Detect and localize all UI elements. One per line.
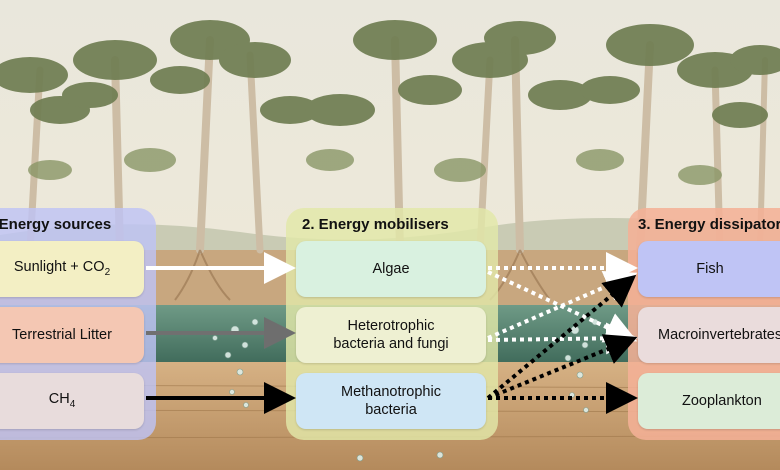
- ch4-box: CH4: [0, 373, 144, 429]
- heterotrophic-label-line1: Heterotrophic: [347, 317, 435, 334]
- algae-box: Algae: [296, 241, 486, 297]
- fish-label: Fish: [696, 260, 724, 277]
- sunlight-co2-label: Sunlight + CO2: [13, 259, 111, 279]
- zooplankton-label: Zooplankton: [682, 392, 762, 409]
- zooplankton-box: Zooplankton: [638, 373, 780, 429]
- energy-mobilisers-title: 2. Energy mobilisers: [302, 216, 449, 233]
- macroinvertebrates-label: Macroinvertebrates: [658, 326, 780, 343]
- heterotrophic-label-line2: bacteria and fungi: [333, 336, 449, 352]
- sunlight-co2-box: Sunlight + CO2: [0, 241, 144, 297]
- heterotrophic-box: Heterotrophic bacteria and fungi: [296, 307, 486, 363]
- energy-dissipators-title: 3. Energy dissipators: [638, 216, 780, 233]
- energy-sources-title: 1. Energy sources: [0, 216, 112, 233]
- methanotrophic-label-line1: Methanotrophic: [341, 383, 441, 400]
- methanotrophic-box: Methanotrophic bacteria: [296, 373, 486, 429]
- terrestrial-litter-box: Terrestrial Litter: [0, 307, 144, 363]
- terrestrial-litter-label: Terrestrial Litter: [12, 326, 112, 343]
- macroinvertebrates-box: Macroinvertebrates: [638, 307, 780, 363]
- ch4-label: CH4: [48, 391, 76, 411]
- algae-label: Algae: [372, 260, 410, 277]
- methanotrophic-label-line2: bacteria: [365, 402, 417, 418]
- fish-box: Fish: [638, 241, 780, 297]
